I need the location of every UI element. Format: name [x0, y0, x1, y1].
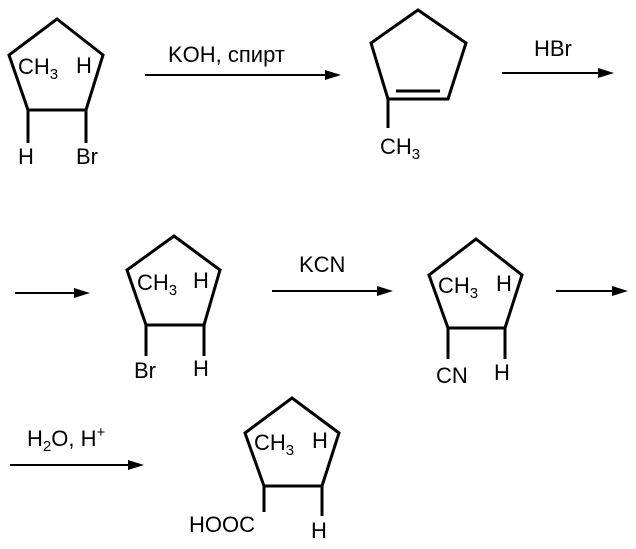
molecule-3-bromomethylcyclopentane: CH3 H Br H	[125, 234, 222, 383]
molecule-5-cyclopentane-ring	[243, 396, 341, 488]
molecule-4-ch3-label: CH3	[438, 273, 478, 302]
molecule-1-h-bottom-label: H	[18, 144, 34, 169]
molecule-3-h-top-label: H	[193, 268, 209, 293]
reaction-arrow-5	[556, 286, 628, 296]
molecule-4-h-bottom-label: H	[494, 360, 510, 385]
molecule-2-ch3-label: CH3	[380, 134, 420, 163]
reagent-4-label: H2O, H+	[27, 424, 105, 455]
reaction-arrow-6: H2O, H+	[10, 424, 144, 470]
molecule-1-bromomethylcyclopentane: CH3 H H Br	[7, 17, 105, 169]
molecule-2-cyclopentene-ring	[369, 8, 468, 101]
molecule-4-h-top-label: H	[496, 271, 512, 296]
molecule-4-methylcyclopentanecarbonitrile: CH3 H CN H	[427, 237, 524, 388]
molecule-1-ch3-label: CH3	[18, 54, 58, 83]
molecule-5-h-top-label: H	[312, 428, 328, 453]
molecule-4-cn-label: CN	[436, 363, 468, 388]
reagent-2-label: HBr	[534, 36, 572, 61]
arrow-head-4	[377, 286, 393, 296]
molecule-1-h-top-label: H	[76, 53, 92, 78]
reagent-1-label: KOH, спирт	[168, 42, 285, 67]
arrow-head-5	[612, 286, 628, 296]
reagent-3-label: KCN	[299, 252, 345, 277]
molecule-1-cyclopentane-ring	[7, 17, 105, 112]
arrow-head-6	[128, 460, 144, 470]
molecule-5-ch3-label: CH3	[254, 430, 294, 459]
molecule-3-cyclopentane-ring	[125, 234, 222, 327]
reaction-arrow-3	[15, 288, 90, 298]
arrow-head-3	[74, 288, 90, 298]
arrow-head-2	[598, 68, 614, 78]
arrow-head-1	[325, 70, 341, 80]
molecule-3-br-label: Br	[134, 358, 156, 383]
molecule-3-ch3-label: CH3	[137, 270, 177, 299]
molecule-1-br-label: Br	[76, 144, 98, 169]
reaction-arrow-4: KCN	[272, 252, 393, 296]
molecule-2-methylcyclopentene: CH3	[369, 8, 468, 163]
molecule-3-h-bottom-label: H	[193, 356, 209, 381]
reaction-arrow-1: KOH, спирт	[145, 42, 341, 80]
molecule-5-methylcyclopentanecarboxylic-acid: CH3 H HOOC H	[189, 396, 341, 543]
molecule-5-h-bottom-label: H	[311, 518, 327, 543]
molecule-5-cooh-label: HOOC	[189, 512, 255, 537]
reaction-arrow-2: HBr	[502, 36, 614, 78]
molecule-4-cyclopentane-ring	[427, 237, 524, 330]
